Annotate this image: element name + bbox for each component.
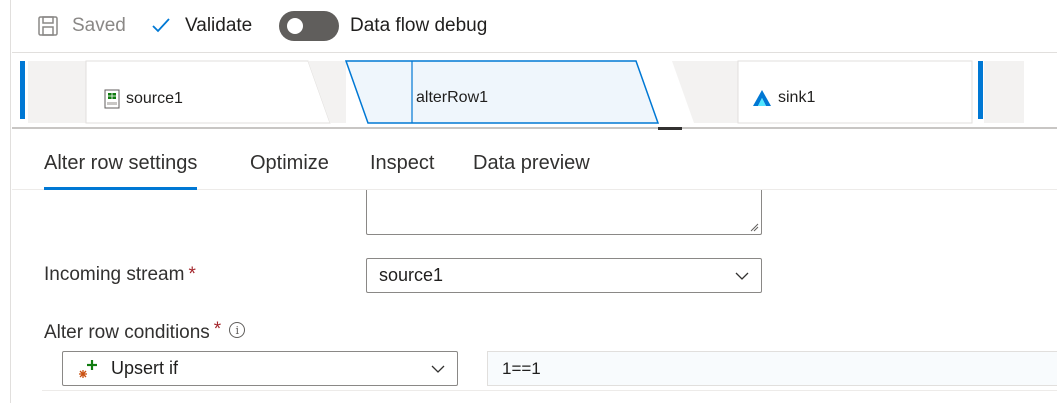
checkmark-icon [152, 18, 170, 33]
toolbar: Saved Validate Data flow debug [0, 0, 1057, 52]
source1-label-wrap[interactable]: source1 [104, 89, 183, 109]
alterrow1-label: alterRow1 [416, 89, 489, 106]
condition-row-divider [42, 390, 1057, 391]
debug-toggle-switch[interactable] [279, 11, 339, 41]
tab-alter-row-settings[interactable]: Alter row settings [44, 152, 198, 190]
sink-icon [753, 90, 771, 106]
condition-type-select[interactable]: Upsert if [62, 351, 458, 386]
canvas-left-marker [20, 61, 25, 119]
alter-row-conditions-label: Alter row conditions * i [44, 319, 246, 344]
chevron-down-icon [735, 272, 749, 280]
connector-1 [308, 61, 346, 123]
canvas-margin-right [984, 61, 1024, 123]
alter-row-conditions-text: Alter row conditions [44, 322, 210, 343]
upsert-icon [79, 359, 97, 378]
tab-inspect[interactable]: Inspect [370, 152, 435, 174]
description-textarea[interactable] [366, 190, 762, 235]
save-icon [38, 16, 58, 36]
canvas-margin-left [28, 61, 86, 123]
saved-label: Saved [72, 15, 126, 36]
condition-expression-field[interactable]: 1==1 [487, 351, 1057, 386]
condition-type-value: Upsert if [111, 358, 179, 378]
required-asterisk: * [213, 319, 222, 340]
toggle-knob [287, 18, 303, 34]
alterrow1-label-wrap[interactable]: alterRow1 [416, 89, 488, 107]
sink1-label: sink1 [778, 89, 816, 106]
saved-button[interactable]: Saved [36, 12, 126, 40]
canvas-divider [12, 127, 1057, 129]
canvas-right-marker [978, 61, 983, 119]
info-icon[interactable]: i [229, 322, 246, 338]
alterrow1-node [344, 60, 660, 124]
node-strip [28, 60, 1024, 124]
tab-optimize[interactable]: Optimize [250, 152, 329, 174]
sink1-label-wrap[interactable]: sink1 [752, 89, 815, 107]
data-flow-canvas[interactable]: source1 alterRow1 sink1 [12, 52, 1057, 130]
validate-button[interactable]: Validate [150, 12, 252, 40]
connector-2 [672, 61, 738, 123]
left-border [10, 0, 11, 403]
sink1-node [737, 60, 973, 124]
incoming-stream-select[interactable]: source1 [366, 258, 762, 293]
incoming-stream-text: Incoming stream [44, 264, 185, 285]
resize-handle[interactable] [658, 127, 682, 130]
incoming-stream-value: source1 [379, 265, 444, 285]
data-flow-debug-toggle[interactable]: Data flow debug [279, 11, 488, 41]
csv-file-icon [104, 89, 120, 109]
source1-label: source1 [126, 90, 183, 107]
condition-expression: 1==1 [502, 358, 541, 378]
chevron-down-icon [431, 365, 445, 373]
resize-grip-icon [750, 223, 759, 232]
tab-data-preview[interactable]: Data preview [473, 152, 590, 174]
settings-tabs: Alter row settings Optimize Inspect Data… [12, 140, 1057, 190]
required-asterisk: * [188, 264, 196, 285]
debug-label: Data flow debug [350, 15, 488, 36]
validate-label: Validate [185, 15, 253, 36]
incoming-stream-label: Incoming stream * [44, 264, 196, 286]
